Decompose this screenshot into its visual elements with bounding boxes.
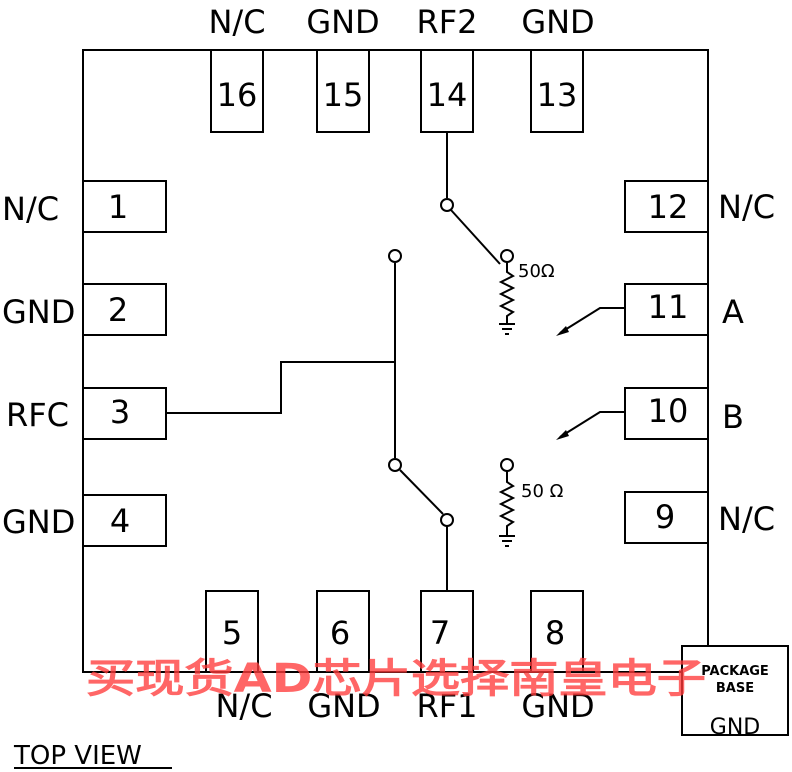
lower-ground-icon xyxy=(499,535,515,547)
pin-14-pad xyxy=(420,49,474,133)
pin-10-name: B xyxy=(722,398,744,436)
rf1-contact xyxy=(440,513,454,527)
pin-13-name: GND xyxy=(521,3,594,41)
pin-5-number: 5 xyxy=(222,614,242,652)
rf2-contact xyxy=(440,198,454,212)
pin-8-name: GND xyxy=(521,687,594,725)
lower-termination-contact xyxy=(500,458,514,472)
package-base-pad xyxy=(681,645,789,736)
pin-14-number: 14 xyxy=(427,76,468,114)
pin-12-pad xyxy=(624,180,709,233)
upper-ground-icon xyxy=(499,323,515,335)
watermark-text: 买现货AD芯片选择南皇电子 xyxy=(86,656,706,702)
pin-15-pad xyxy=(316,49,370,133)
pin-4-number: 4 xyxy=(110,502,130,540)
pin-2-pad xyxy=(82,283,167,336)
pin-11-number: 11 xyxy=(648,288,689,326)
pin-15-name: GND xyxy=(306,3,379,41)
lower-resistor-value: 50 Ω xyxy=(521,481,564,502)
pin-16-number: 16 xyxy=(217,76,258,114)
package-outline xyxy=(82,49,709,673)
pin-12-name: N/C xyxy=(718,188,775,226)
pin-4-name: GND xyxy=(2,503,75,541)
pin-9-number: 9 xyxy=(655,498,675,536)
package-base-line1: PACKAGE xyxy=(701,664,769,679)
pin-11-name: A xyxy=(722,293,744,331)
package-base-gnd-label: GND xyxy=(710,715,760,740)
pin-6-pad xyxy=(316,590,370,673)
pin-10-pad xyxy=(624,387,709,440)
pin-15-number: 15 xyxy=(323,76,364,114)
pin-8-number: 8 xyxy=(545,614,565,652)
pin-16-pad xyxy=(210,49,264,133)
pin-4-pad xyxy=(82,494,167,547)
top-view-label: TOP VIEW xyxy=(13,741,142,771)
control-a-arrow-icon xyxy=(556,307,625,336)
pin-1-number: 1 xyxy=(108,188,128,226)
pin-7-number: 7 xyxy=(430,614,450,652)
pin-5-name: N/C xyxy=(215,687,272,725)
pin-9-pad xyxy=(624,491,709,544)
pin-2-name: GND xyxy=(2,293,75,331)
pin-8-pad xyxy=(530,590,584,673)
pin-10-number: 10 xyxy=(648,392,689,430)
pin-13-pad xyxy=(530,49,584,133)
pin-1-name: N/C xyxy=(2,190,59,228)
pin-7-pad xyxy=(420,590,474,673)
pin-9-name: N/C xyxy=(718,500,775,538)
pin-2-number: 2 xyxy=(108,291,128,329)
pin-13-number: 13 xyxy=(537,76,578,114)
pin-12-number: 12 xyxy=(648,188,689,226)
pin-3-name: RFC xyxy=(6,396,69,434)
pin-16-name: N/C xyxy=(208,3,265,41)
pin-11-pad xyxy=(624,283,709,336)
pin-6-number: 6 xyxy=(330,614,350,652)
lower-resistor-icon xyxy=(498,471,516,535)
pin-5-pad xyxy=(205,590,259,673)
switch-contact-lower xyxy=(388,458,402,472)
rfc-trace xyxy=(166,361,395,414)
rf2-switch-arm xyxy=(450,209,501,265)
control-b-arrow-icon xyxy=(556,411,625,440)
pin-1-pad xyxy=(82,180,167,233)
pin-14-name: RF2 xyxy=(417,3,478,41)
pin-3-pad xyxy=(82,387,167,440)
pin-7-name: RF1 xyxy=(417,687,478,725)
switch-contact-upper xyxy=(388,249,402,263)
pin-3-number: 3 xyxy=(110,393,130,431)
pin-6-name: GND xyxy=(307,687,380,725)
package-base-line2: BASE xyxy=(716,681,754,696)
upper-resistor-value: 50Ω xyxy=(518,261,555,282)
upper-termination-contact xyxy=(500,249,514,263)
rf1-switch-arm xyxy=(399,469,444,515)
upper-resistor-icon xyxy=(498,262,516,324)
